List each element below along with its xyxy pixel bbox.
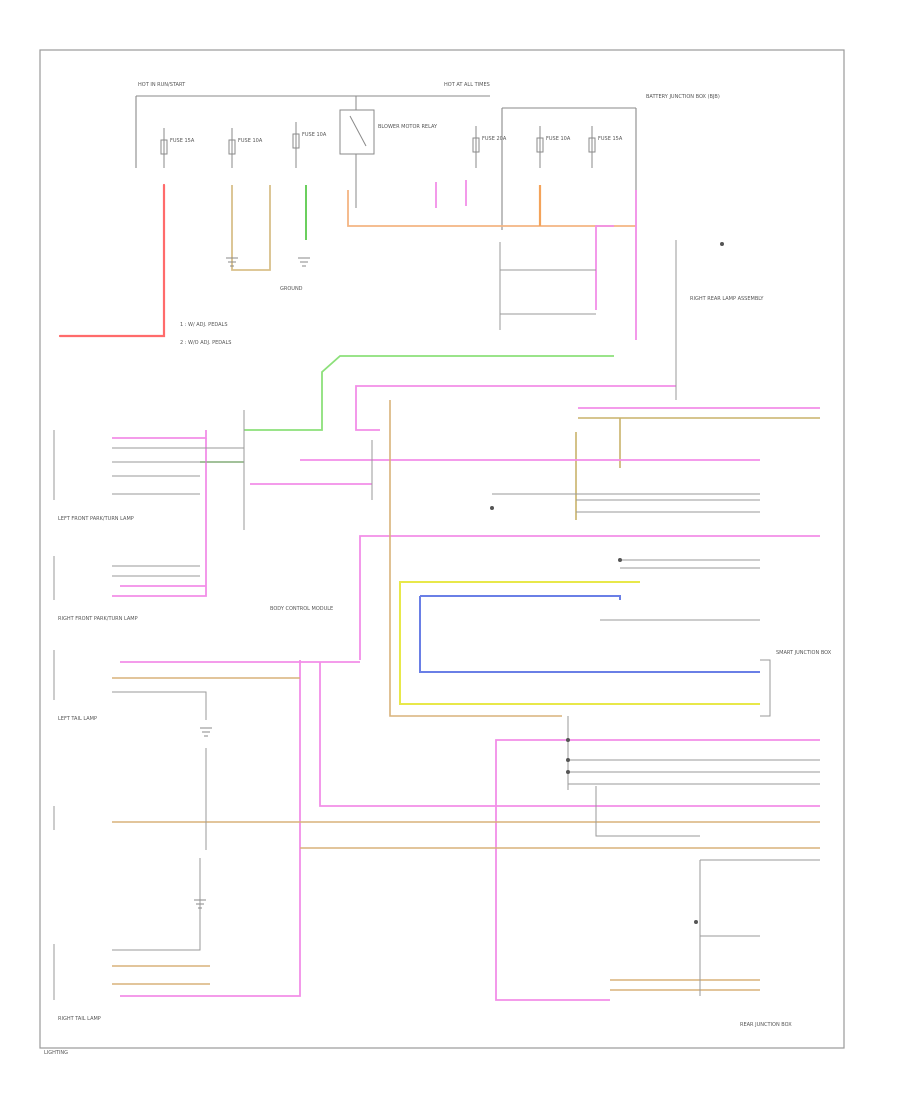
label-fuse-6: FUSE 15A (598, 136, 623, 142)
wire-blue (419, 595, 760, 673)
fuse-5 (536, 126, 544, 168)
label-right-side-lamp: RIGHT REAR LAMP ASSEMBLY (690, 296, 764, 302)
label-ground: GROUND (280, 286, 303, 292)
fuse-2 (228, 128, 236, 168)
label-note-2: 2 : W/O ADJ. PEDALS (180, 340, 231, 346)
label-hot-run-start: HOT IN RUN/START (138, 82, 186, 88)
label-fuse-4: FUSE 20A (482, 136, 507, 142)
fuse-4 (472, 126, 480, 168)
wire-orange (347, 185, 636, 227)
label-fuse-5: FUSE 10A (546, 136, 571, 142)
fuse-3 (292, 122, 300, 168)
label-right-front-lamp: RIGHT FRONT PARK/TURN LAMP (58, 616, 138, 622)
label-fuse-2: FUSE 10A (238, 138, 263, 144)
fuse-group (160, 122, 596, 168)
label-fuse-1: FUSE 15A (170, 138, 195, 144)
label-fuse-3: FUSE 10A (302, 132, 327, 138)
label-module-right: SMART JUNCTION BOX (776, 650, 832, 656)
wire-gray (112, 240, 820, 996)
wire-red-main (58, 183, 166, 338)
diagram-border (39, 49, 845, 1049)
ground-symbol (194, 257, 310, 909)
fuse-1 (160, 128, 168, 168)
label-right-tail-lamp: RIGHT TAIL LAMP (58, 1016, 101, 1022)
wire-pink (112, 180, 820, 1001)
label-module-center: BODY CONTROL MODULE (270, 606, 333, 612)
splice-dots (490, 242, 724, 924)
fuse-6 (588, 126, 596, 168)
label-relay: BLOWER MOTOR RELAY (378, 124, 438, 130)
wire-yellow (399, 581, 760, 705)
label-left-tail-lamp: LEFT TAIL LAMP (58, 716, 97, 722)
label-footer: LIGHTING (44, 1050, 68, 1056)
label-module-bottom: REAR JUNCTION BOX (740, 1022, 792, 1028)
wire-brown (112, 400, 820, 991)
label-note-1: 1 : W/ ADJ. PEDALS (180, 322, 228, 328)
connector-outlines (53, 240, 771, 1000)
label-battery-junction-box: BATTERY JUNCTION BOX (BJB) (646, 94, 720, 100)
label-left-front-lamp: LEFT FRONT PARK/TURN LAMP (58, 516, 134, 522)
diagram-labels: HOT IN RUN/START HOT AT ALL TIMES BATTER… (44, 82, 832, 1056)
wire-tan (231, 185, 820, 520)
label-hot-all-times: HOT AT ALL TIMES (444, 82, 490, 88)
relay-symbol (339, 96, 375, 208)
